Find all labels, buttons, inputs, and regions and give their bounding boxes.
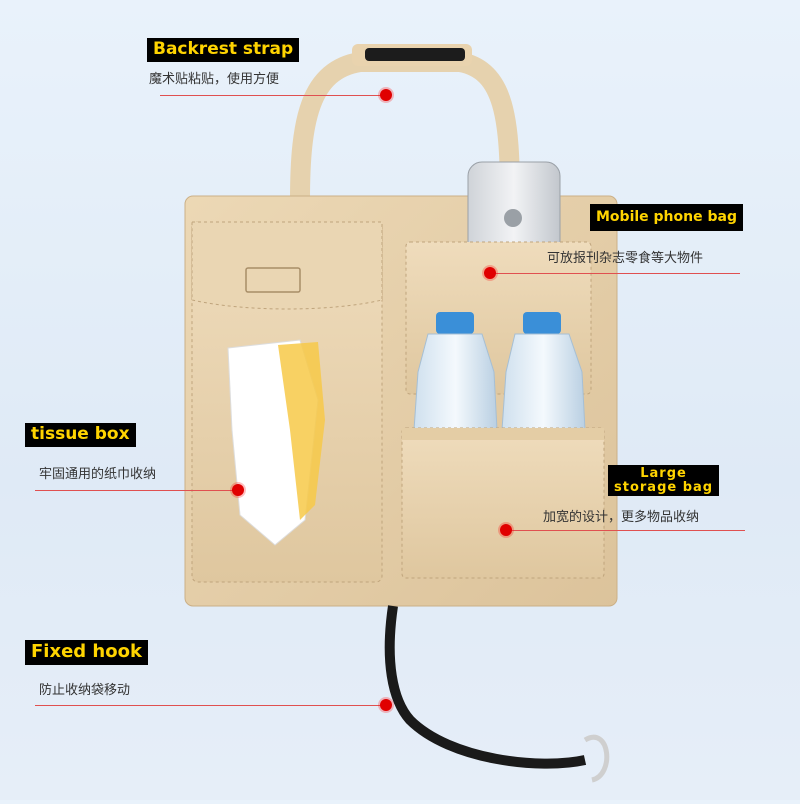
velcro-patch [365, 48, 465, 61]
phone-pointer-line [490, 273, 740, 274]
backrest-pointer-line [160, 95, 385, 96]
tissue-box-label: tissue box [25, 423, 136, 447]
phone-marker-dot [484, 267, 496, 279]
phone-bag-label: Mobile phone bag [590, 204, 743, 231]
apple-logo-icon [504, 209, 522, 227]
hook-marker-dot [380, 699, 392, 711]
large-storage-label-line2: storage bag [614, 479, 714, 495]
large-pointer-line [505, 530, 745, 531]
backrest-strap-desc: 魔术贴粘贴，使用方便 [149, 72, 280, 87]
backrest-marker-dot [380, 89, 392, 101]
tissue-image [227, 339, 325, 546]
bottle-left [413, 312, 498, 431]
tissue-marker-dot [232, 484, 244, 496]
hook-pointer-line [35, 705, 385, 706]
large-storage-desc: 加宽的设计，更多物品收纳 [543, 510, 700, 525]
tissue-pointer-line [35, 490, 240, 491]
large-storage-label-line1: Large [640, 466, 687, 481]
large-storage-pocket [401, 427, 605, 579]
backrest-strap [290, 44, 520, 201]
tissue-box-desc: 牢固通用的纸巾收纳 [39, 467, 157, 482]
backrest-strap-label: Backrest strap [147, 38, 300, 62]
fixed-hook-desc: 防止收纳袋移动 [39, 683, 131, 698]
fixed-hook [384, 605, 610, 783]
fixed-hook-label: Fixed hook [25, 640, 148, 665]
large-storage-label: Large storage bag [608, 465, 720, 497]
phone-bag-desc: 可放报刊杂志零食等大物件 [547, 251, 704, 266]
large-marker-dot [500, 524, 512, 536]
